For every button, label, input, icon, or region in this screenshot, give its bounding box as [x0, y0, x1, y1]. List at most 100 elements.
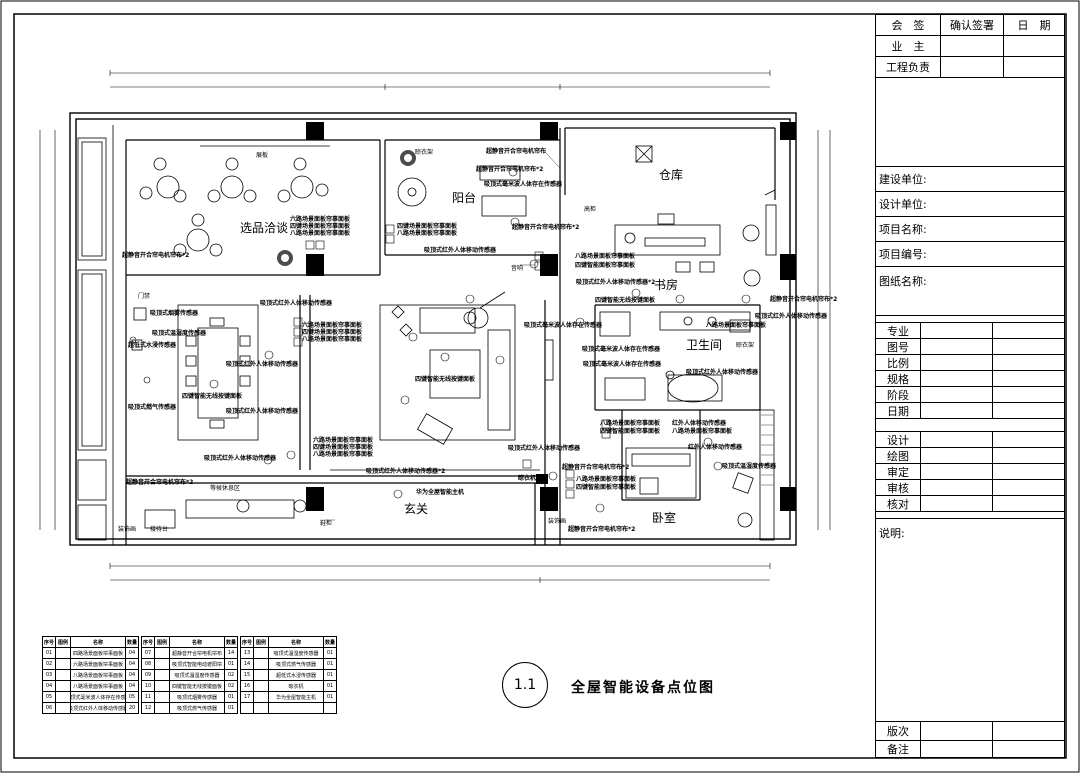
device-annotation: 超静音开合帘电机帘布*2: [476, 166, 544, 173]
device-annotation: 超静音开合帘电机帘布*2: [770, 296, 838, 303]
bottom-row-value: [920, 740, 993, 758]
device-annotation: 吸顶式红外人体移动传感器: [755, 313, 828, 320]
device-annotation: 八路场景面板帘事面板: [576, 476, 637, 483]
drawing-title: 全屋智能设备点位图: [571, 680, 715, 696]
device-annotation: 八路场景面板帘事面板: [290, 230, 351, 237]
legend-cell: [253, 702, 269, 714]
device-annotation: 吸顶式红外人体移动传感器: [204, 455, 277, 462]
device-annotation: 超静音开合帘电机帘布*2: [512, 224, 580, 231]
device-annotation: 超静音开合帘电机帘布*2: [126, 479, 194, 486]
device-annotation: 四键场景面板帘事面板: [302, 329, 363, 336]
legend-cell: [268, 702, 324, 714]
project-info-row: 建设单位:: [875, 166, 1065, 192]
sign-row-date: [1003, 56, 1065, 78]
meta-row-extra: [992, 322, 1065, 339]
label-soundbox: 音响: [511, 265, 524, 272]
meta-row-extra: [992, 354, 1065, 371]
meta-row-extra: [992, 402, 1065, 419]
approval-row-extra: [992, 479, 1065, 496]
bottom-row-label: 版次: [875, 721, 921, 741]
approval-row-value: [920, 495, 993, 512]
device-annotation: 超静音开合帘电机帘布*2: [122, 252, 190, 259]
device-annotation: 八路场景面板帘事面板: [397, 230, 458, 237]
bottom-row-extra: [992, 721, 1065, 741]
approval-row-extra: [992, 463, 1065, 480]
label-drying-rack-2: 晾衣架: [736, 342, 755, 349]
room-label-foyer: 玄关: [404, 502, 429, 516]
meta-row-label: 日期: [875, 402, 921, 419]
drawing-name-row: 图纸名称:: [875, 266, 1065, 316]
legend-cell: 01: [224, 702, 238, 714]
bottom-row-value: [920, 721, 993, 741]
meta-row-label: 图号: [875, 338, 921, 355]
approval-row-label: 核对: [875, 495, 921, 512]
meta-row-label: 比例: [875, 354, 921, 371]
label-waiting-area: 等候休息区: [210, 485, 241, 492]
device-annotation: 八路场景面板帘事面板: [575, 253, 636, 260]
device-annotation: 八路场景面板帘事面板: [706, 322, 767, 329]
meta-row-value: [920, 338, 993, 355]
device-annotation: 四键智能面板帘事面板: [575, 262, 636, 269]
meta-row-label: 规格: [875, 370, 921, 387]
meta-row-label: 专业: [875, 322, 921, 339]
approval-row-value: [920, 479, 993, 496]
approval-row-label: 设计: [875, 431, 921, 448]
meta-row-label: 阶段: [875, 386, 921, 403]
sign-row-value: [940, 56, 1004, 78]
legend-cell: [55, 702, 71, 714]
meta-row-value: [920, 370, 993, 387]
blank-block: [875, 77, 1065, 167]
device-annotation: 八路场景面板帘事面板: [302, 336, 363, 343]
device-annotation: 红外人体移动传感器: [688, 444, 743, 451]
device-annotation: 六路场景面板帘事面板: [302, 322, 363, 329]
label-decor-board-2: 装饰画: [548, 518, 567, 525]
label-drying-rack: 晾衣架: [415, 149, 434, 156]
device-annotation: 吸顶式红外人体移动传感器: [686, 369, 759, 376]
device-annotation: 吸顶式温湿度传感器: [152, 330, 207, 337]
room-label-balcony: 阳台: [452, 191, 477, 205]
label-decor-board: 装饰画: [118, 526, 137, 533]
device-annotation: 四键智能面板帘事面板: [600, 428, 661, 435]
device-annotation: 八路场景面板帘事面板: [313, 451, 374, 458]
legend-cell: 06: [42, 702, 56, 714]
device-annotation: 吸顶式红外人体移动传感器: [424, 247, 497, 254]
device-annotation: 吸顶式红外人体移动传感器: [260, 300, 333, 307]
sign-header-cell: 会 签: [875, 14, 941, 36]
device-annotation: 吸顶式红外人体移动传感器*2: [366, 468, 446, 475]
room-label-storage: 仓库: [659, 168, 684, 182]
meta-row-value: [920, 386, 993, 403]
bottom-row-extra: [992, 740, 1065, 758]
title-block: 会 签确认签署日 期业 主工程负责建设单位:设计单位:项目名称:项目编号:图纸名…: [875, 14, 1065, 758]
device-annotation: 吸顶式毫米波人体存在传感器: [583, 361, 662, 368]
legend-cell: 12: [141, 702, 155, 714]
approval-row-label: 绘图: [875, 447, 921, 464]
meta-row-value: [920, 402, 993, 419]
sign-row-label: 工程负责: [875, 56, 941, 78]
sign-header-cell: 日 期: [1003, 14, 1065, 36]
approval-row-extra: [992, 447, 1065, 464]
bottom-row-label: 备注: [875, 740, 921, 758]
label-storage-door: 门禁: [138, 293, 151, 300]
meta-row-value: [920, 322, 993, 339]
device-annotation: 吸顶式燃气传感器: [128, 404, 177, 411]
device-annotation: 四键智能无线按键面板: [182, 393, 243, 400]
approval-row-extra: [992, 431, 1065, 448]
device-annotation: 六路场景面板帘事面板: [313, 437, 374, 444]
device-annotation: 八路场景面板帘事面板: [672, 428, 733, 435]
device-annotation: 吸顶式烟雾传感器: [150, 310, 199, 317]
device-annotation: 吸顶式毫米波人体存在传感器: [524, 322, 603, 329]
approval-row-value: [920, 447, 993, 464]
meta-row-extra: [992, 370, 1065, 387]
sign-row-label: 业 主: [875, 35, 941, 57]
approval-row-value: [920, 431, 993, 448]
label-tall-cabinet: 高柜: [584, 206, 597, 213]
device-annotation: 晾衣机: [518, 475, 537, 482]
device-annotation: 吸顶式毫米波人体存在传感器: [484, 181, 563, 188]
label-exhibition-board: 展板: [256, 152, 269, 159]
meta-row-value: [920, 354, 993, 371]
project-info-row: 项目名称:: [875, 216, 1065, 242]
project-info-row: 设计单位:: [875, 191, 1065, 217]
device-annotation: 八路场景面板帘事面板: [600, 420, 661, 427]
room-label-bedroom: 卧室: [652, 511, 677, 525]
